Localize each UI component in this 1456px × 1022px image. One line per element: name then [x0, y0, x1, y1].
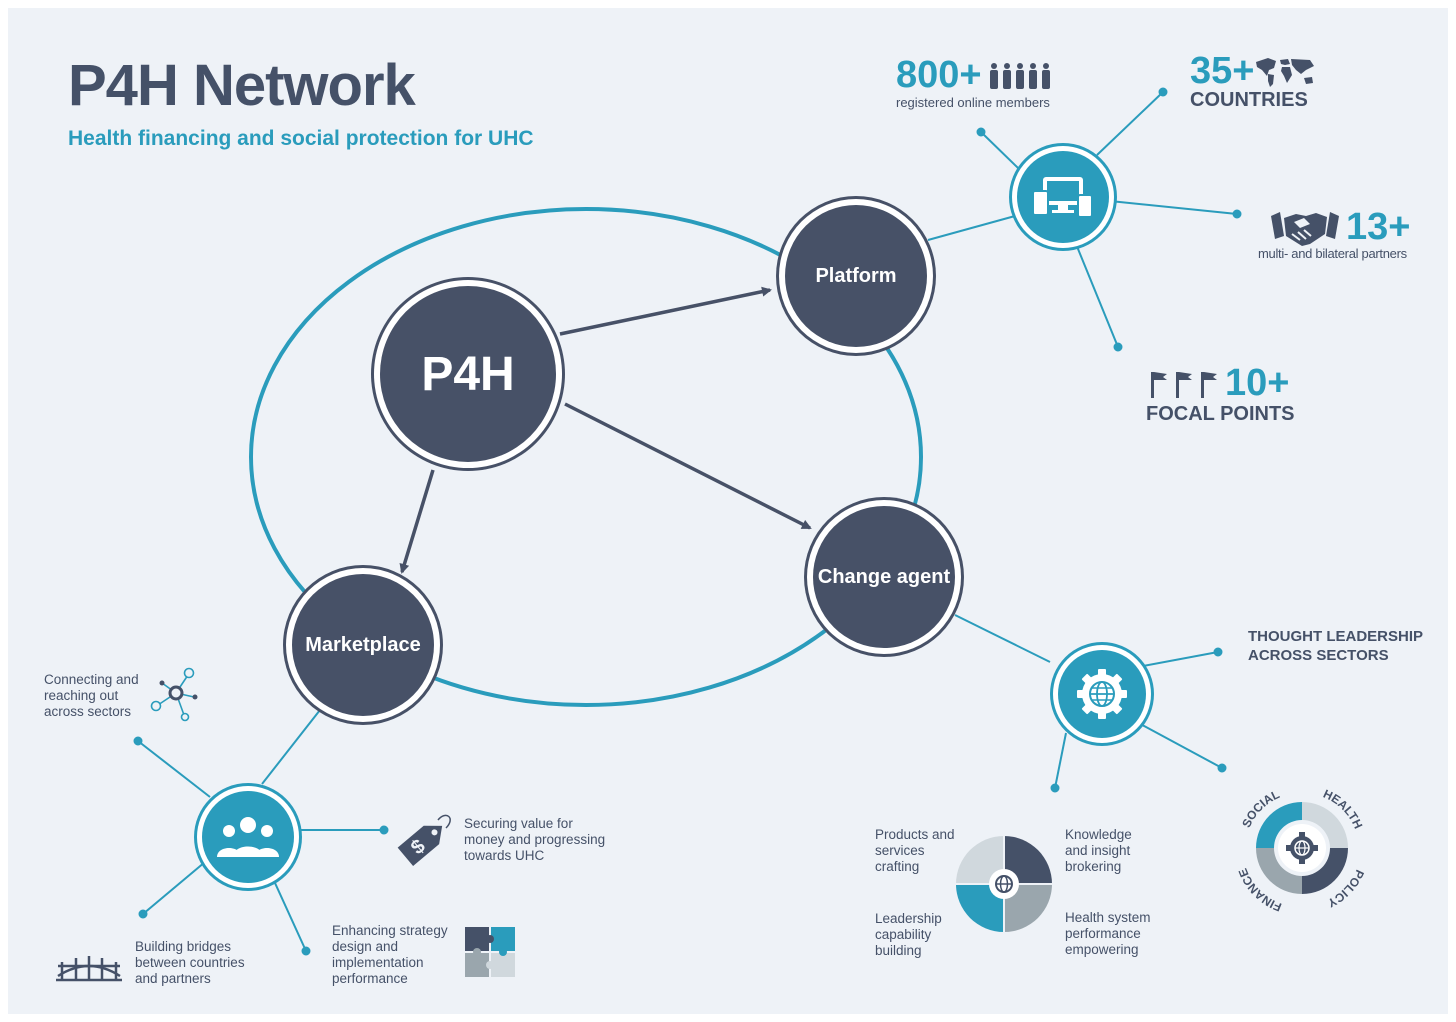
marketplace-spokes: [133, 709, 389, 956]
stat-countries-value: 35+: [1190, 50, 1255, 92]
platform-spokes: [927, 87, 1242, 352]
arrow-to-change-agent: [564, 402, 812, 530]
devices-icon: [1032, 177, 1093, 218]
gear-globe-icon: [1077, 669, 1127, 719]
note-enhancing: Enhancing strategy design and implementa…: [332, 923, 448, 986]
stat-partners-label: multi- and bilateral partners: [1258, 246, 1407, 261]
stat-countries: 35+ COUNTRIES: [1190, 50, 1350, 112]
world-map-icon: [1256, 57, 1315, 87]
page-title: P4H Network: [68, 53, 416, 118]
price-tag-icon: $: [397, 814, 451, 866]
network-nodes-icon: [150, 667, 198, 722]
change-agent-hub: [1058, 650, 1146, 738]
infographic-canvas: P4H Network Health financing and social …: [8, 8, 1448, 1014]
node-marketplace: Marketplace: [292, 574, 434, 716]
bridge-icon: [56, 956, 122, 982]
note-products: Products and services crafting: [875, 827, 955, 874]
page-subtitle: Health financing and social protection f…: [68, 127, 534, 150]
arrow-to-marketplace: [399, 469, 435, 574]
flags-icon: [1151, 371, 1217, 398]
note-health-system: Health system performance empowering: [1065, 910, 1151, 957]
arrow-to-platform: [559, 286, 772, 336]
people-row-icon: [989, 62, 1050, 89]
note-connecting: Connecting and reaching out across secto…: [44, 672, 139, 719]
node-p4h: P4H: [380, 286, 556, 462]
change-agent-spokes: [954, 614, 1227, 793]
platform-hub: [1017, 151, 1109, 243]
stat-focal-points-label: FOCAL POINTS: [1146, 403, 1295, 425]
quadrant-diagram: [956, 836, 1052, 932]
stat-partners-value: 13+: [1346, 206, 1411, 248]
marketplace-hub: [202, 791, 294, 883]
network-ellipse: [249, 207, 923, 707]
stat-focal-points: 10+ FOCAL POINTS: [1146, 362, 1316, 426]
note-thought-leadership: THOUGHT LEADERSHIP ACROSS SECTORS: [1248, 628, 1423, 664]
note-bridges: Building bridges between countries and p…: [135, 939, 245, 986]
stat-members-value: 800+: [896, 54, 982, 96]
node-platform: Platform: [785, 205, 927, 347]
note-leadership: Leadership capability building: [875, 911, 942, 958]
people-icon: [217, 817, 279, 857]
stat-members-label: registered online members: [896, 95, 1050, 110]
note-securing: Securing value for money and progressing…: [464, 816, 606, 863]
handshake-icon: [1271, 211, 1339, 246]
ring-diagram: SOCIAL HEALTH POLICY FINANCE: [1236, 787, 1367, 915]
stat-partners: 13+ multi- and bilateral partners: [1258, 206, 1438, 261]
note-knowledge: Knowledge and insight brokering: [1065, 827, 1132, 874]
stat-countries-label: COUNTRIES: [1190, 89, 1308, 111]
puzzle-icon: [465, 927, 515, 977]
node-change-agent: Change agent: [813, 506, 955, 648]
stat-members: 800+ registered online members: [896, 54, 1096, 110]
stat-focal-points-value: 10+: [1225, 362, 1290, 404]
